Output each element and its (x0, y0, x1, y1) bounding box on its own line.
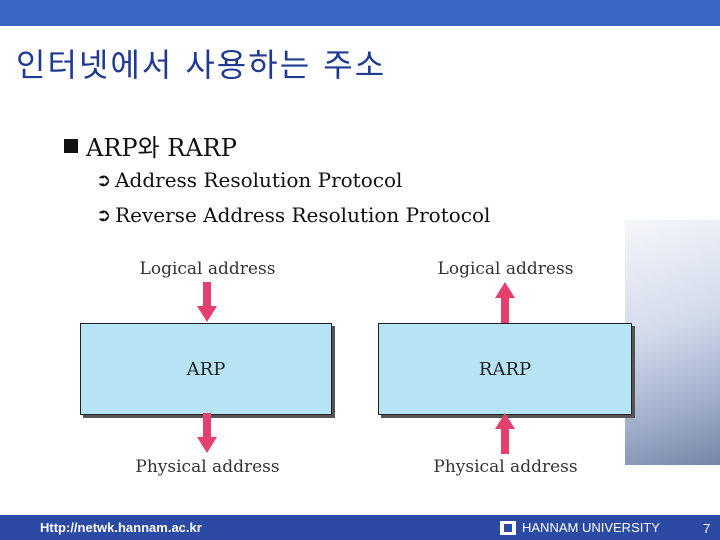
arrow-bullet-icon: ➲ (96, 169, 112, 191)
top-bar (0, 0, 720, 26)
sub-bullet: ➲ Reverse Address Resolution Protocol (96, 203, 490, 227)
arp-top-label: Logical address (139, 259, 276, 279)
square-bullet-icon (64, 138, 78, 153)
slide-title: 인터넷에서 사용하는 주소 (16, 46, 387, 84)
arp-box: ARP (80, 323, 332, 415)
footer-university: HANNAM UNIVERSITY (500, 520, 660, 535)
arrow-bullet-icon: ➲ (96, 204, 112, 226)
arp-down-arrow-top (197, 282, 217, 322)
university-name: HANNAM UNIVERSITY (522, 520, 660, 535)
arp-down-arrow-bottom (197, 413, 217, 453)
university-logo-icon (500, 520, 516, 535)
main-bullet-text: ARP와 RARP (86, 134, 237, 162)
sub-bullet-text: Reverse Address Resolution Protocol (115, 203, 491, 227)
footer-bar: Http://netwk.hannam.ac.kr HANNAM UNIVERS… (0, 515, 720, 540)
decorative-image (625, 220, 720, 465)
rarp-up-arrow-bottom (495, 413, 515, 454)
rarp-bottom-label: Physical address (433, 457, 578, 477)
rarp-top-label: Logical address (437, 259, 574, 279)
page-number: 7 (703, 521, 711, 536)
sub-bullet-text: Address Resolution Protocol (115, 168, 403, 192)
arp-bottom-label: Physical address (135, 457, 280, 477)
rarp-up-arrow-top (495, 282, 515, 323)
rarp-box: RARP (378, 323, 632, 415)
footer-url: Http://netwk.hannam.ac.kr (40, 520, 202, 535)
main-bullet: ARP와 RARP (64, 128, 237, 163)
sub-bullet: ➲ Address Resolution Protocol (96, 168, 402, 192)
